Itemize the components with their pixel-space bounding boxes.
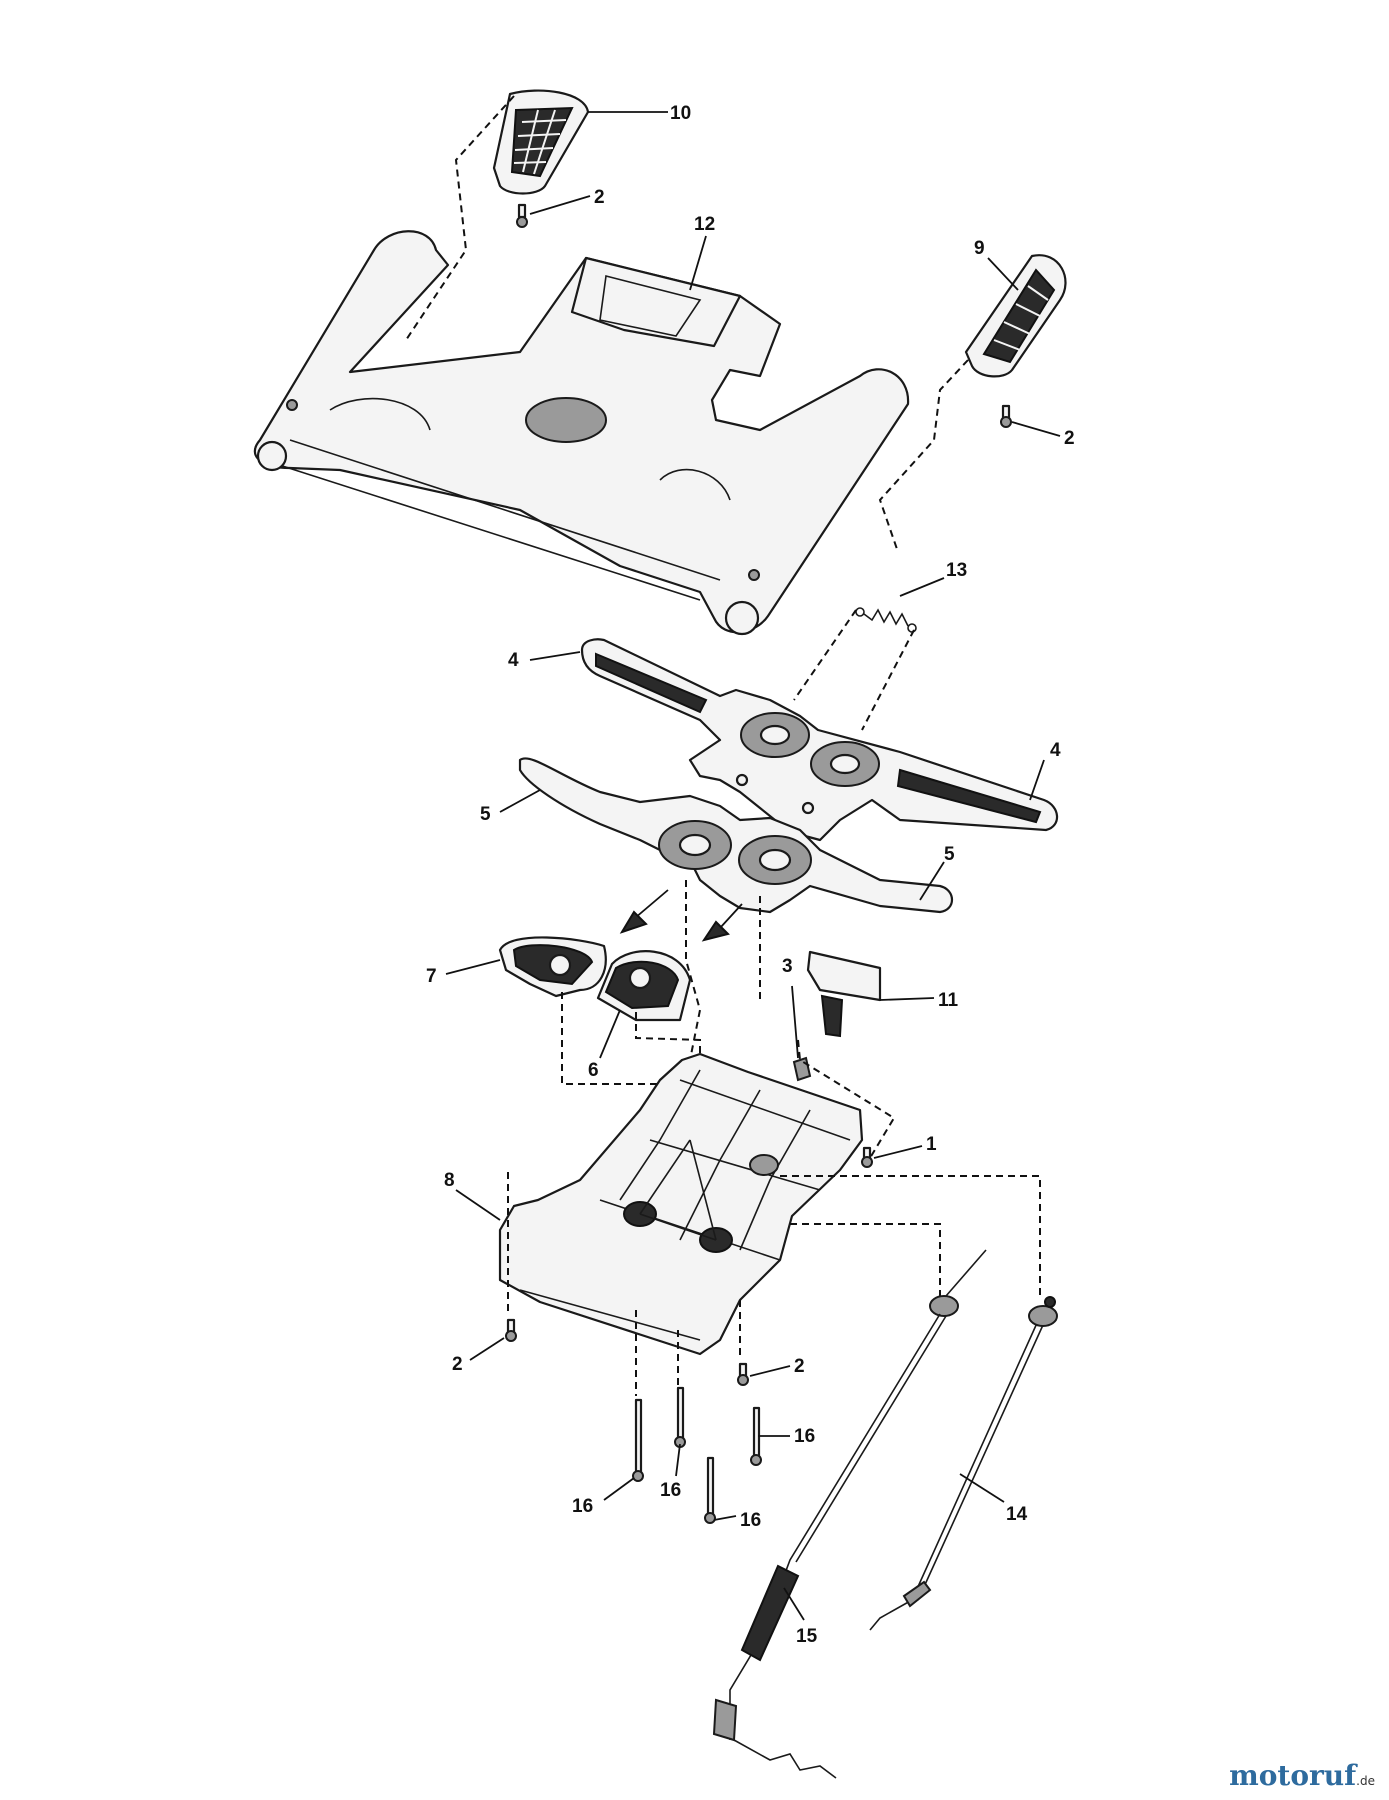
- screw-16-d: [750, 1406, 762, 1466]
- screw-2-right: [1000, 404, 1012, 428]
- callout-8: 8: [444, 1170, 455, 1191]
- dashed-guide-5: [685, 880, 702, 1061]
- callout-16-a: 16: [794, 1426, 815, 1447]
- dashed-guide-13b: [861, 629, 915, 731]
- screw-16-b: [674, 1386, 686, 1448]
- callout-3: 3: [782, 956, 793, 977]
- foot-pad-9: [964, 254, 1067, 378]
- arrow-head-right: [701, 920, 730, 942]
- watermark-suffix: .de: [1356, 1774, 1375, 1788]
- callout-2-bottom-left: 2: [452, 1354, 463, 1375]
- spring-3: [792, 1056, 812, 1082]
- callout-16-c: 16: [660, 1480, 681, 1501]
- arrow-left: [634, 889, 669, 919]
- arrow-right: [719, 903, 743, 929]
- lever-bar-4: [580, 638, 1059, 842]
- callout-1: 1: [926, 1134, 937, 1155]
- callout-2-top: 2: [594, 187, 605, 208]
- callout-5-right: 5: [944, 844, 955, 865]
- spring-13: [855, 607, 917, 633]
- screw-16-c: [704, 1456, 716, 1524]
- callout-2-bottom-mid: 2: [794, 1356, 805, 1377]
- callout-4-right: 4: [1050, 740, 1061, 761]
- handle-frame-12: [253, 230, 910, 636]
- clip-11: [806, 950, 882, 1038]
- dashed-guide-9: [878, 359, 969, 553]
- cam-plate-7: [498, 936, 607, 998]
- dashed-guide-3: [797, 1039, 896, 1159]
- callout-7: 7: [426, 966, 437, 987]
- callout-15: 15: [796, 1626, 818, 1647]
- screw-2-bottom-mid: [737, 1362, 749, 1386]
- screw-16-a: [632, 1398, 644, 1482]
- callout-13: 13: [946, 560, 967, 581]
- lever-5: [518, 757, 954, 914]
- callout-10: 10: [670, 103, 691, 124]
- callout-16-b: 16: [572, 1496, 593, 1517]
- callout-5-left: 5: [480, 804, 491, 825]
- screw-2-bottom-left: [505, 1318, 517, 1342]
- callout-9: 9: [974, 238, 985, 259]
- base-plate-8: [498, 1052, 864, 1356]
- dashed-guide-13a: [793, 609, 857, 701]
- screw-2-top: [516, 203, 528, 228]
- callout-11: 11: [938, 990, 959, 1011]
- leaders: [445, 111, 1061, 1621]
- callout-6: 6: [588, 1060, 599, 1081]
- screw-1: [861, 1146, 873, 1168]
- callout-4-left: 4: [508, 650, 519, 671]
- dashed-guide-10: [405, 95, 515, 341]
- callout-16-d: 16: [740, 1510, 761, 1531]
- dashed-guide-15: [790, 1223, 941, 1300]
- arrow-head-left: [619, 910, 648, 934]
- cable-14: [869, 1296, 1058, 1631]
- foot-pad-10: [492, 89, 590, 195]
- watermark-logo: motoruf.de: [1229, 1759, 1375, 1792]
- dashed-guide-14: [780, 1175, 1041, 1300]
- cam-plate-6: [596, 950, 692, 1022]
- callout-12: 12: [694, 214, 715, 235]
- watermark-text: motoruf: [1229, 1759, 1357, 1792]
- callout-2-right: 2: [1064, 428, 1075, 449]
- callout-14: 14: [1006, 1504, 1028, 1525]
